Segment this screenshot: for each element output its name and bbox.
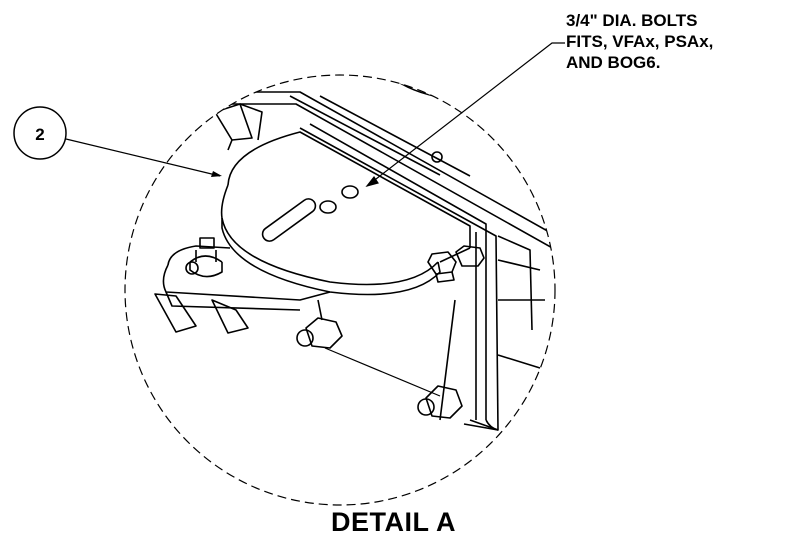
bolt-note-line-2: FITS, VFAx, PSAx,	[566, 32, 714, 51]
item-balloon: 2	[13, 106, 222, 177]
brace-line	[324, 347, 441, 397]
left-bracket	[154, 103, 263, 334]
balloon-number: 2	[35, 125, 44, 144]
bolt-note-line-1: 3/4" DIA. BOLTS	[566, 11, 698, 30]
arm-bolt	[189, 237, 223, 278]
bolt-note: 3/4" DIA. BOLTS FITS, VFAx, PSAx, AND BO…	[566, 10, 713, 73]
channel-plate	[299, 123, 545, 431]
channel-nuts	[296, 245, 485, 419]
side-arm	[162, 245, 331, 311]
frame-beam	[200, 75, 555, 251]
detail-boundary-circle	[124, 74, 556, 506]
bolt-note-line-3: AND BOG6.	[566, 53, 661, 72]
detail-title: DETAIL A	[331, 507, 456, 537]
note-leader	[365, 42, 565, 188]
